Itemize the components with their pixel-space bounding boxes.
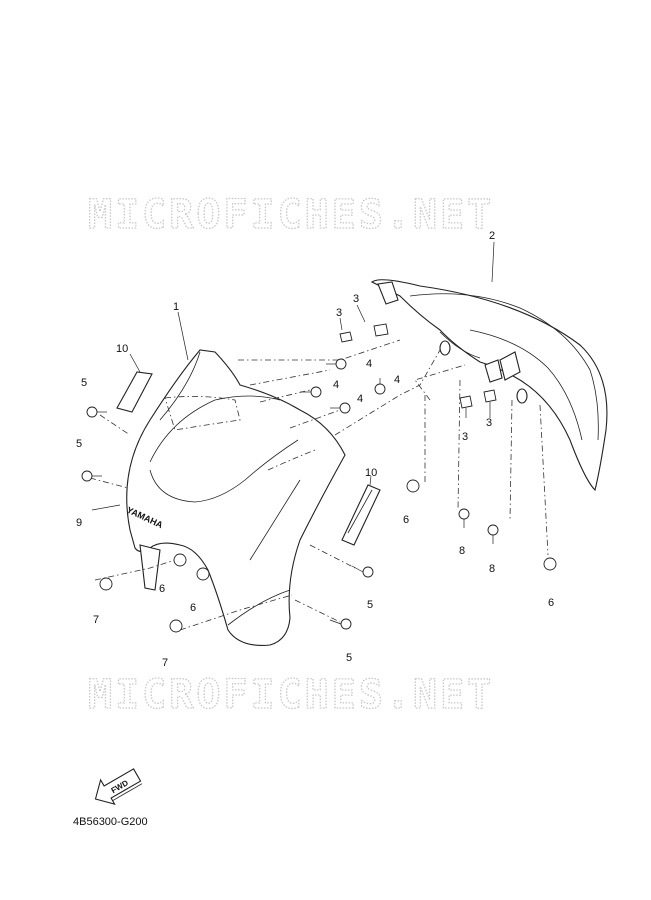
watermark-top: MICROFICHES.NET — [88, 192, 494, 238]
callout-6: 6 — [190, 602, 196, 614]
callout-10: 10 — [365, 467, 377, 479]
callout-3: 3 — [353, 293, 359, 305]
fwd-direction-arrow: FWD — [94, 768, 143, 805]
decal-strip-10a — [116, 371, 153, 413]
callout-4: 4 — [394, 374, 400, 386]
front-fender-part — [126, 349, 346, 646]
callout-7: 7 — [162, 657, 168, 669]
callout-labels: 1 2 3 3 3 3 4 4 4 4 5 5 5 5 6 6 6 6 7 7 … — [76, 230, 554, 669]
callout-5: 5 — [76, 438, 82, 450]
watermark-bottom: MICROFICHES.NET — [88, 672, 494, 718]
callout-5: 5 — [367, 599, 373, 611]
decal-strip-10b — [341, 484, 381, 546]
fasteners — [81, 323, 557, 633]
callout-6: 6 — [159, 583, 165, 595]
leader-lines — [91, 241, 495, 511]
callout-3: 3 — [462, 431, 468, 443]
callout-2: 2 — [489, 230, 495, 242]
callout-4: 4 — [333, 379, 339, 391]
callout-8: 8 — [459, 545, 465, 557]
callout-3: 3 — [486, 417, 492, 429]
callout-9: 9 — [76, 517, 82, 529]
rear-fender-part — [370, 279, 608, 492]
callout-4: 4 — [366, 358, 372, 370]
callout-5: 5 — [346, 652, 352, 664]
callout-6: 6 — [548, 597, 554, 609]
callout-5: 5 — [81, 377, 87, 389]
callout-1: 1 — [173, 301, 179, 313]
callout-7: 7 — [93, 614, 99, 626]
callout-6: 6 — [403, 514, 409, 526]
callout-8: 8 — [489, 563, 495, 575]
diagram-code: 4B56300-G200 — [73, 816, 148, 828]
callout-10: 10 — [116, 343, 128, 355]
callout-3: 3 — [336, 307, 342, 319]
callout-4: 4 — [357, 393, 363, 405]
